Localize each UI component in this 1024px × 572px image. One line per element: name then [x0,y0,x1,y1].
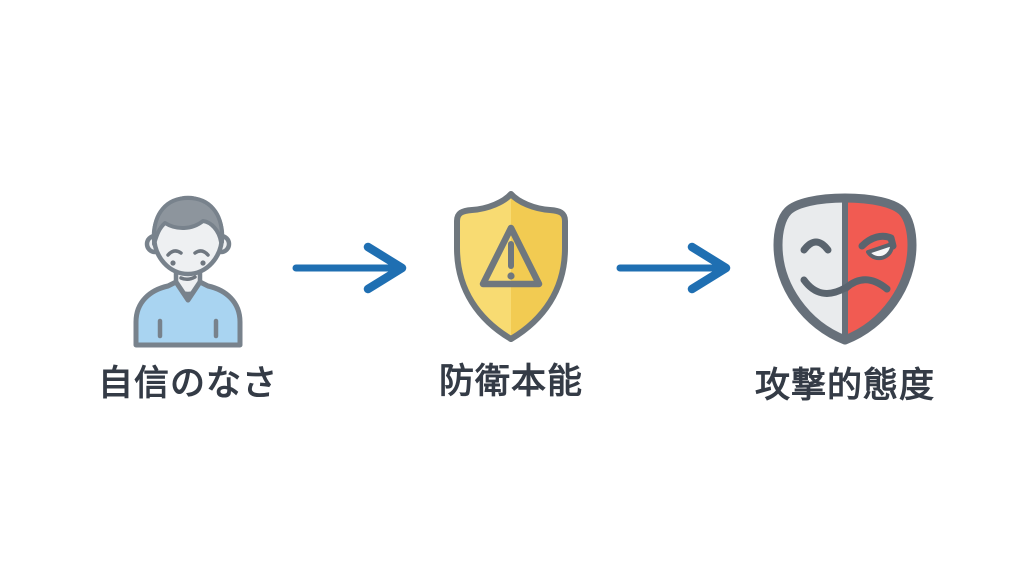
warning-shield-icon [454,191,568,342]
step-label-aggressive-attitude: 攻撃的態度 [754,366,935,405]
two-faced-mask-icon [773,193,917,345]
sad-person-icon [133,195,243,348]
step-defensive-instinct: 防衛本能 [386,188,636,403]
arrow-right-icon [616,242,731,294]
arrow-right-icon [292,242,407,294]
step-lack-of-confidence: 自信のなさ [58,182,318,405]
step-label-defensive-instinct: 防衛本能 [438,362,583,401]
step-aggressive-attitude: 攻撃的態度 [716,188,974,407]
step-label-lack-of-confidence: 自信のなさ [97,364,278,403]
